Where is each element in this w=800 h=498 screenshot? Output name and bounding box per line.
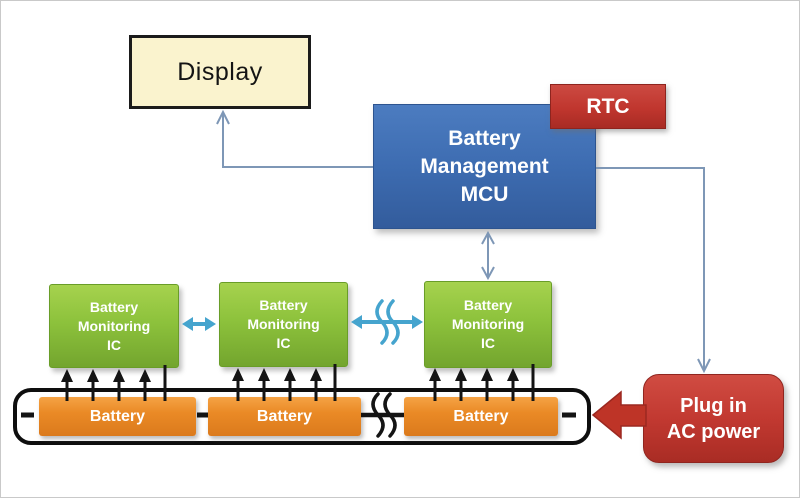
battery-monitoring-ic-3-box: Battery Monitoring IC (424, 281, 552, 368)
battery-1-box: Battery (39, 397, 196, 436)
ic1-ic2-double-arrow (182, 317, 216, 331)
battery-3-label: Battery (453, 407, 509, 425)
battery-monitoring-ic-1-box: Battery Monitoring IC (49, 284, 179, 368)
display-box: Display (129, 35, 311, 109)
rtc-label: RTC (586, 94, 630, 118)
mcu-label: Battery Management MCU (420, 126, 549, 206)
battery-monitoring-ic-2-box: Battery Monitoring IC (219, 282, 348, 367)
battery-1-label: Battery (89, 407, 146, 425)
battery-monitoring-ic-1-label: Battery Monitoring IC (77, 298, 151, 353)
rtc-box: RTC (550, 84, 666, 129)
battery-2-box: Battery (208, 397, 361, 436)
mcu-to-display-arrow (216, 109, 373, 168)
battery-3-box: Battery (404, 397, 558, 436)
display-label: Display (177, 57, 263, 86)
mcu-ic3-double-arrow (481, 230, 495, 281)
battery-2-label: Battery (256, 407, 313, 425)
battery-monitoring-ic-3-label: Battery Monitoring IC (451, 297, 525, 351)
plug-label: Plug in AC power (666, 394, 761, 443)
battery-monitoring-ic-2-label: Battery Monitoring IC (247, 297, 320, 351)
ic-bus-break-mark (375, 299, 400, 345)
plug-in-ac-power-box: Plug in AC power (643, 374, 784, 463)
mcu-to-plug-arrow (596, 167, 711, 374)
plug-power-arrow (591, 390, 647, 440)
ic2-ic3-double-arrow (351, 315, 423, 329)
